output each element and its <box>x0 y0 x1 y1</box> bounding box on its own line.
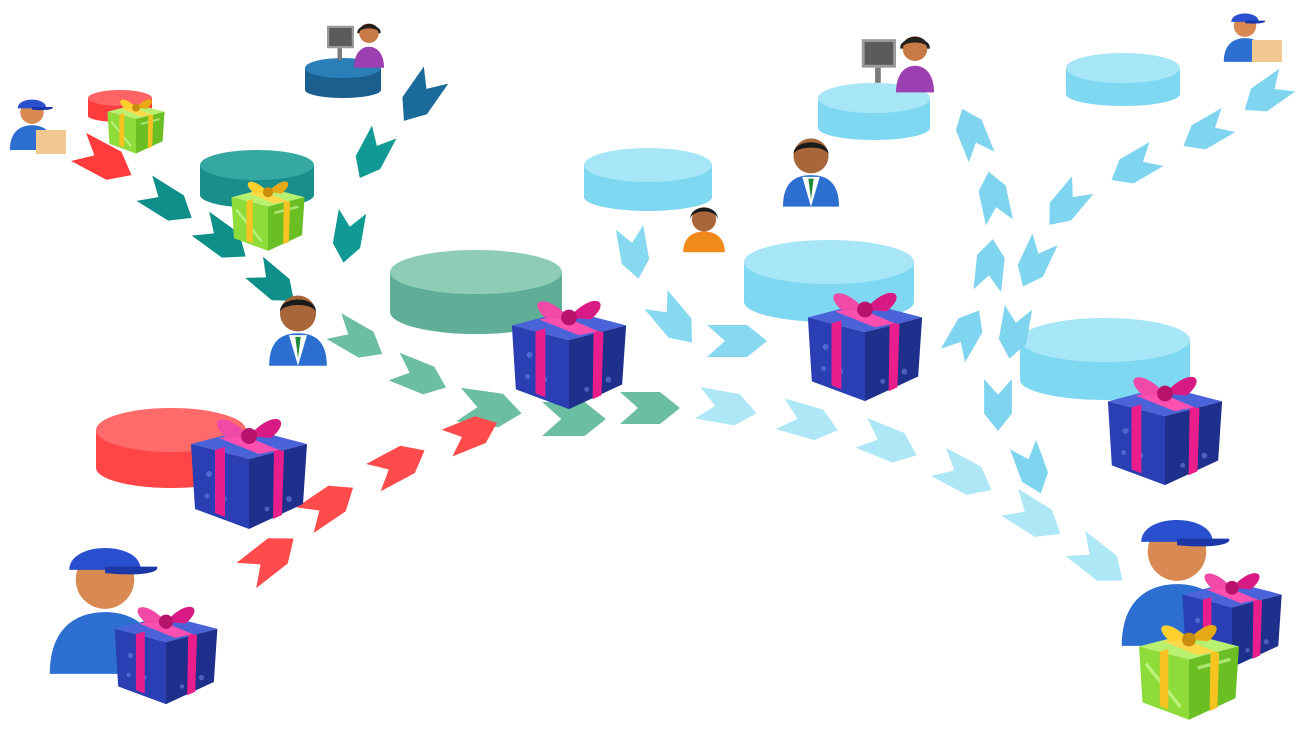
arrow <box>296 474 362 534</box>
arrow <box>542 402 606 436</box>
package-icon <box>1252 40 1282 62</box>
businessman-right-icon <box>783 138 839 207</box>
arrow <box>391 66 449 130</box>
arrow <box>949 103 995 163</box>
woman-icon <box>683 207 725 253</box>
arrow <box>694 387 760 429</box>
cylinder-teal-large <box>390 250 562 334</box>
arrow <box>855 417 923 471</box>
arrow <box>644 289 704 353</box>
cylinder-sky-mid <box>584 148 712 211</box>
arrow <box>1038 176 1094 234</box>
arrow <box>707 325 767 357</box>
arrow <box>366 436 432 492</box>
arrow <box>1065 530 1133 594</box>
arrows-sky-lower <box>694 387 1133 594</box>
businessman-left-icon <box>269 295 327 366</box>
arrows-teal-top <box>329 125 397 266</box>
arrow <box>1010 439 1054 499</box>
arrow <box>931 447 999 505</box>
arrow <box>236 525 304 589</box>
arrow <box>1010 233 1058 293</box>
arrow <box>775 398 843 446</box>
arrow <box>326 313 390 367</box>
arrow <box>329 208 367 266</box>
arrow <box>1104 141 1164 193</box>
arrow <box>1236 68 1296 122</box>
cylinder-sky-far-right <box>1066 53 1180 106</box>
arrow <box>1001 488 1069 548</box>
arrow <box>136 175 200 231</box>
arrow <box>620 392 680 424</box>
arrow <box>984 379 1012 431</box>
arrow <box>975 168 1013 226</box>
arrow <box>1176 107 1236 159</box>
arrow <box>615 224 653 282</box>
people <box>9 13 1282 722</box>
arrow <box>347 125 397 185</box>
cylinder-sky-large <box>744 240 914 322</box>
arrow <box>973 237 1007 293</box>
arrow <box>940 303 992 363</box>
package-icon <box>36 130 66 154</box>
arrows-blue-top <box>391 66 449 130</box>
cylinder-sky-right <box>1020 318 1190 400</box>
arrow <box>388 352 452 402</box>
